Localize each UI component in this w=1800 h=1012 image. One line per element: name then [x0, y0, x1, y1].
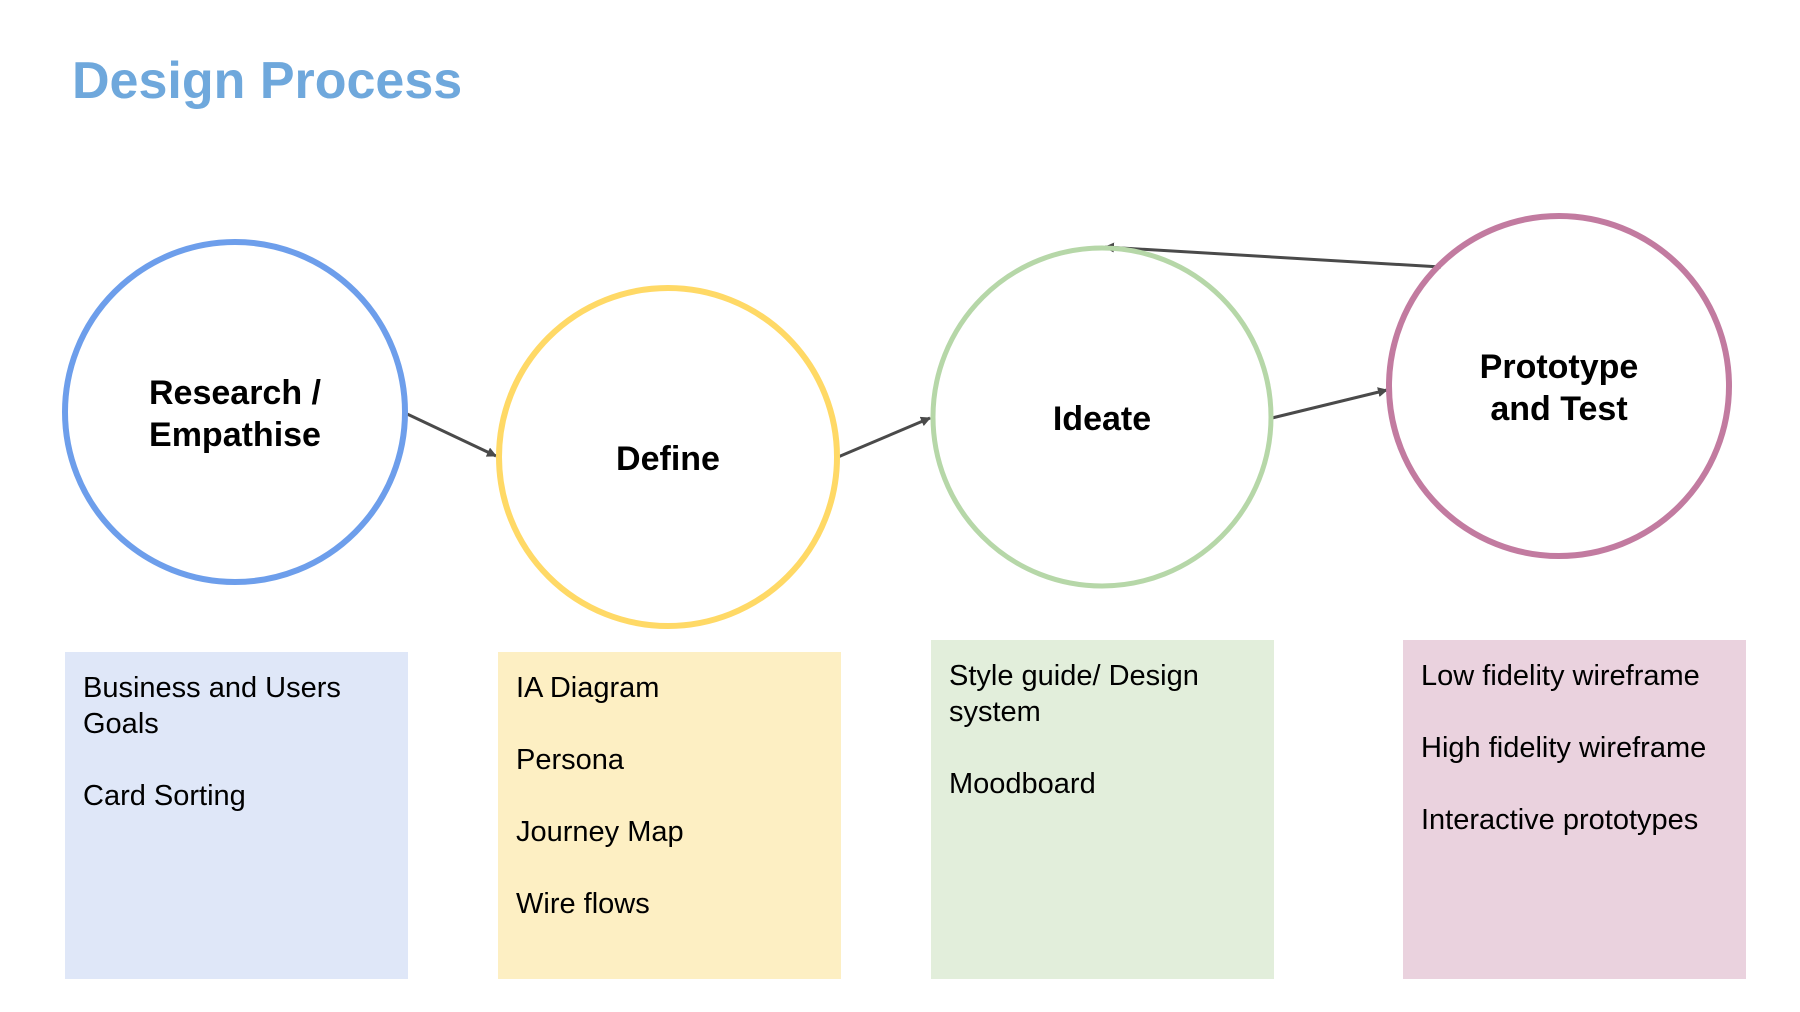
diagram-title: Design Process: [72, 52, 463, 110]
stage-circle-define: [496, 285, 840, 629]
stage-label-research-line1: Research /: [149, 374, 322, 412]
stage-label-prototype-line2: and Test: [1490, 390, 1627, 428]
arrow-research-to-define: [404, 411, 497, 458]
stage-label-prototype-line1: Prototype: [1480, 348, 1639, 386]
stage-label-ideate: Ideate: [1053, 400, 1151, 438]
arrow-ideate-to-prototype: [1271, 387, 1388, 420]
activity-item: Interactive prototypes: [1421, 804, 1699, 836]
activity-item: Moodboard: [949, 768, 1096, 800]
activity-item: Style guide/ Design system: [949, 660, 1199, 728]
activity-item: IA Diagram: [516, 672, 660, 704]
arrow-define-to-ideate: [837, 416, 931, 459]
stage-label-research-line2: Empathise: [149, 416, 321, 454]
activity-item: Business and Users Goals: [83, 672, 341, 740]
activity-item: Low fidelity wireframe: [1421, 660, 1700, 692]
stage-label-define: Define: [616, 440, 720, 478]
stage-circle-ideate: [930, 245, 1274, 589]
activity-item: Persona: [516, 744, 625, 776]
stage-circle-prototype: [1386, 213, 1732, 559]
activity-item: High fidelity wireframe: [1421, 732, 1707, 764]
ideate-activities-box: Style guide/ Design system Moodboard: [931, 640, 1274, 979]
activity-item: Wire flows: [516, 888, 650, 920]
prototype-activities-box: Low fidelity wireframe High fidelity wir…: [1403, 640, 1746, 979]
stage-circle-research: [62, 239, 408, 585]
research-activities-box: Business and Users Goals Card Sorting: [65, 652, 408, 979]
arrow-prototype-to-ideate: [1104, 242, 1442, 269]
activity-item: Card Sorting: [83, 780, 246, 812]
activity-item: Journey Map: [516, 816, 684, 848]
define-activities-box: IA Diagram Persona Journey Map Wire flow…: [498, 652, 841, 979]
